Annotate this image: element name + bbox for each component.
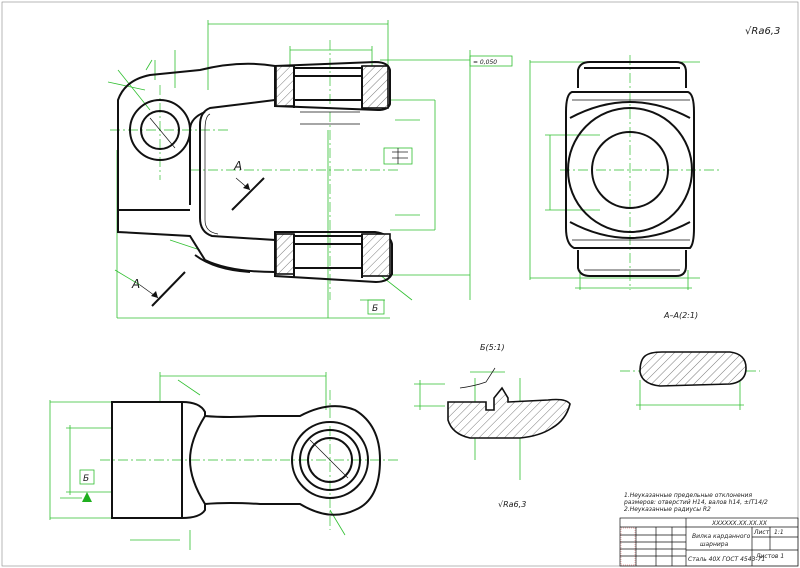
view-b-detail: Б(5:1) √Ra6,3	[414, 343, 571, 509]
note-1: 1.Неуказанные предельные отклонения	[624, 492, 752, 499]
section-a-label: А–А(2:1)	[663, 311, 698, 320]
tb-designation: ХХХХХХ.ХХ.ХХ.ХХ	[711, 520, 768, 527]
top-view: Б	[49, 372, 400, 550]
tb-name-line1: Вилка карданного	[692, 533, 751, 540]
title-block: ХХХХХХ.ХХ.ХХ.ХХ Вилка карданного шарнира…	[619, 517, 799, 567]
tb-sheets-label: Листов 1	[755, 553, 784, 560]
view-letter-b-main: Б	[372, 304, 378, 314]
cut-letter-a-lower: А	[131, 277, 140, 291]
view-b-label: Б(5:1)	[480, 343, 505, 352]
tb-material: Сталь 40Х ГОСТ 4543-71	[688, 556, 765, 563]
tolerance-frame-text: = 0,050	[473, 59, 497, 66]
tb-name-line2: шарнира	[700, 541, 729, 548]
tb-sheet-label: Лист	[753, 529, 770, 536]
technical-notes: 1.Неуказанные предельные отклонения разм…	[623, 492, 768, 513]
side-view: √Ra6,3	[529, 26, 780, 290]
view-letter-b-top: Б	[83, 474, 89, 484]
tb-scale: 1:1	[774, 529, 784, 536]
section-a-a: А–А(2:1)	[620, 311, 760, 410]
main-view: А А Б = 0,050	[107, 20, 513, 319]
note-2: размеров: отверстий Н14, валов h14, ±IT1…	[623, 499, 768, 506]
cut-letter-a-upper: А	[233, 159, 242, 173]
roughness-mark: √Ra6,3	[745, 26, 780, 37]
roughness-small: √Ra6,3	[498, 500, 526, 509]
note-3: 2.Неуказанные радиусы R2	[624, 506, 711, 513]
